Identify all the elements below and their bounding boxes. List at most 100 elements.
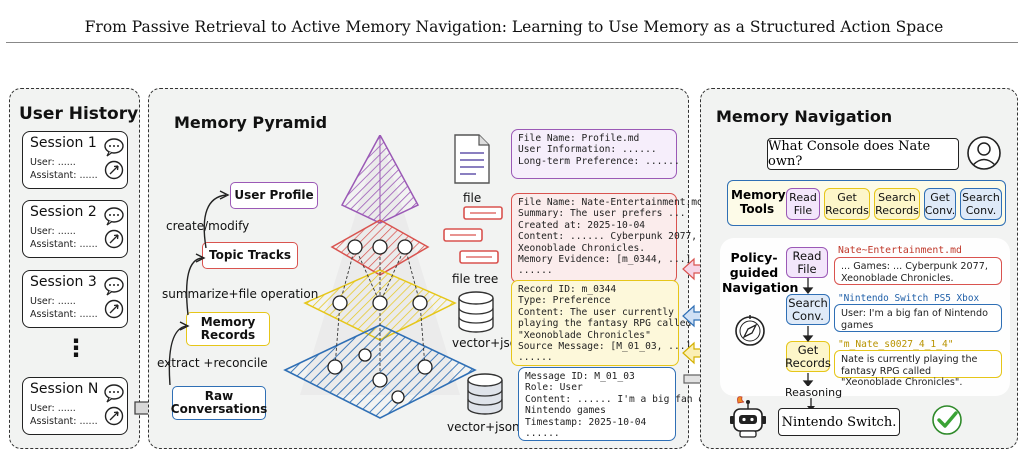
- memory-navigation-title: Memory Navigation: [716, 107, 893, 126]
- box-line: Summary: The user prefers ...: [518, 208, 686, 220]
- op-summarize: summarize+file operation: [162, 287, 319, 301]
- step-arg-file: Nate~Entertainment.md: [838, 245, 962, 256]
- reasoning-label: Reasoning: [785, 386, 843, 399]
- session-assistant: Assistant: ......: [30, 170, 98, 181]
- robot-agent-icon: [730, 396, 766, 438]
- level-label: Raw Conversations: [170, 388, 268, 416]
- title-rule: [6, 42, 1018, 43]
- database-icon: [467, 373, 503, 415]
- step-search-conv[interactable]: Search Conv.: [786, 294, 830, 325]
- session-name: Session N: [30, 381, 99, 397]
- memory-pyramid-title: Memory Pyramid: [174, 113, 328, 132]
- file-tree-icon: [443, 206, 503, 264]
- tool-label: Get Records: [825, 191, 869, 217]
- session-name: Session 2: [30, 204, 97, 220]
- session-assistant: Assistant: ......: [30, 416, 98, 427]
- step-arg-record: "m_Nate_s0027_4_1_4": [838, 339, 954, 350]
- session-user: User: ......: [30, 157, 76, 168]
- profile-file-box: File Name: Profile.md User Information: …: [511, 129, 680, 179]
- user-avatar-icon: [967, 136, 1001, 170]
- session-assistant: Assistant: ......: [30, 309, 98, 320]
- level-memory-records[interactable]: Memory Records: [186, 312, 270, 346]
- policy-label: Policy-guided Navigation: [722, 250, 799, 295]
- user-history-title: User History: [19, 104, 139, 124]
- box-line: File Name: Nate-Entertainment.md: [518, 197, 703, 208]
- box-line: Role: User: [525, 382, 583, 394]
- box-line: Xeonoblade Chronicles.: [518, 242, 646, 254]
- storage-label-vector-json: vector+json: [447, 420, 520, 434]
- memory-tools-label: Memory Tools: [731, 188, 786, 216]
- step-arrows: [802, 278, 814, 386]
- chat-bubble-icon: [104, 384, 124, 426]
- box-line: File Name: Profile.md: [518, 133, 640, 144]
- tool-search-conv[interactable]: Search Conv.: [960, 188, 1002, 220]
- answer-text: Nintendo Switch.: [781, 414, 897, 430]
- tool-read-file[interactable]: Read File: [786, 188, 820, 220]
- step-get-records[interactable]: Get Records: [785, 341, 831, 372]
- result-file: ... Games: ... Cyberpunk 2077, Xeonoblad…: [834, 257, 1002, 285]
- tool-search-records[interactable]: Search Records: [874, 188, 920, 220]
- box-line: playing the fantasy RPG called: [518, 318, 692, 330]
- storage-label-file-tree: file tree: [452, 272, 499, 286]
- topic-file-box: File Name: Nate-Entertainment.md Summary…: [511, 193, 703, 283]
- step-label: Search Conv.: [788, 295, 828, 323]
- compass-icon: [735, 315, 765, 346]
- box-line: Timestamp: 2025-10-04: [525, 416, 647, 428]
- session-user: User: ......: [30, 226, 76, 237]
- file-icon: [454, 134, 490, 184]
- pyramid-flow-arrows: [168, 190, 230, 386]
- record-box: Record ID: m_0344 Type: Preference Conte…: [511, 280, 692, 366]
- session-card[interactable]: Session 2 User: ...... Assistant: ......: [22, 200, 128, 258]
- box-line: Long-term Preference: ......: [518, 155, 680, 167]
- level-user-profile[interactable]: User Profile: [230, 182, 318, 209]
- chat-bubble-icon: [104, 207, 124, 249]
- tool-label: Get Conv.: [924, 191, 956, 217]
- level-label: Topic Tracks: [209, 247, 291, 262]
- question-text: What Console does Nate own?: [768, 139, 931, 169]
- session-user: User: ......: [30, 403, 76, 414]
- box-line: Type: Preference: [518, 295, 611, 307]
- tool-get-records[interactable]: Get Records: [824, 188, 870, 220]
- figure-title: From Passive Retrieval to Active Memory …: [84, 18, 944, 36]
- pyramid-graphic: [283, 135, 477, 419]
- tool-label: Read File: [789, 191, 817, 217]
- storage-label-vector-json: vector+json: [452, 336, 525, 350]
- database-icon: [458, 291, 494, 333]
- tool-label: Search Conv.: [962, 191, 1000, 217]
- box-line: Source Message: [M_01_03, ...]: [518, 341, 692, 353]
- box-line: ......: [518, 265, 553, 277]
- answer-box[interactable]: Nintendo Switch.: [778, 408, 900, 436]
- op-create-modify: create/modify: [166, 219, 250, 233]
- raw-message-box: Message ID: M_01_03 Role: User Content: …: [518, 367, 710, 441]
- session-card[interactable]: Session 3 User: ...... Assistant: ......: [22, 270, 128, 328]
- session-name: Session 3: [30, 274, 97, 290]
- sessions-ellipsis: ⋮: [64, 334, 88, 362]
- check-icon: [932, 405, 962, 435]
- session-user: User: ......: [30, 296, 76, 307]
- step-read-file[interactable]: Read File: [786, 247, 828, 278]
- tool-get-conv[interactable]: Get Conv.: [924, 188, 956, 220]
- result-record: Nate is currently playing the fantasy RP…: [834, 350, 1002, 388]
- result-conv: User: I'm a big fan of Nintendo games: [834, 304, 1002, 332]
- box-line: "Xeonoblade Chronicles": [518, 329, 651, 341]
- tool-label: Search Records: [875, 191, 919, 217]
- level-raw-conversations[interactable]: Raw Conversations: [170, 386, 268, 420]
- storage-label-file: file: [463, 191, 482, 205]
- box-line: Content: ...... Cyberpunk 2077,: [518, 231, 698, 243]
- session-card[interactable]: Session 1 User: ...... Assistant: ......: [22, 131, 128, 189]
- level-label: User Profile: [234, 187, 314, 202]
- step-label: Read File: [792, 248, 822, 276]
- chat-bubble-icon: [104, 138, 124, 180]
- box-line: Created at: 2025-10-04: [518, 219, 646, 231]
- box-line: Memory Evidence: [m_0344, ...]: [518, 254, 692, 266]
- box-line: Record ID: m_0344: [518, 284, 617, 295]
- box-line: ......: [525, 428, 560, 440]
- question-box[interactable]: What Console does Nate own?: [767, 138, 959, 170]
- level-topic-tracks[interactable]: Topic Tracks: [202, 242, 298, 269]
- op-extract: extract +reconcile: [157, 356, 268, 370]
- session-card[interactable]: Session N User: ...... Assistant: ......: [22, 377, 128, 435]
- level-label: Memory Records: [200, 314, 256, 342]
- box-line: ......: [518, 352, 553, 364]
- chat-bubble-icon: [104, 277, 124, 319]
- box-line: Content: ...... I'm a big fan of: [525, 393, 710, 405]
